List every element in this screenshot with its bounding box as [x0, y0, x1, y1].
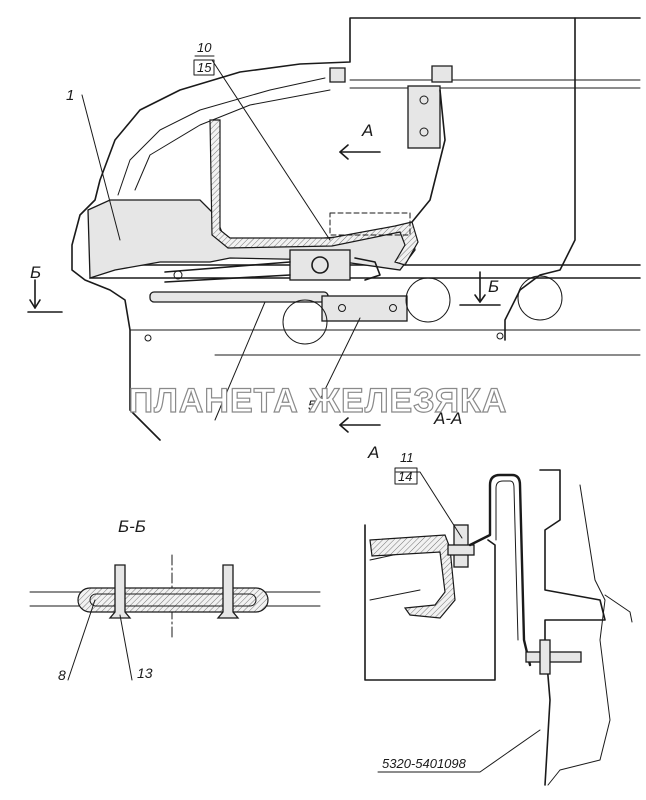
a-a-bracket-inner [495, 480, 519, 641]
leader-1 [81, 94, 121, 241]
section-b-b-view: Б-Б 8 13 [29, 517, 321, 683]
b-b-bolt-right [216, 564, 240, 619]
a-a-clip [604, 594, 633, 623]
watermark: ПЛАНЕТА ЖЕЛЕЗЯКА [129, 382, 508, 420]
b-b-bolt-left [108, 564, 132, 619]
hinge-pivot [311, 256, 329, 274]
small-hole [496, 332, 504, 340]
a-a-frame-outline [364, 524, 496, 681]
bolt-icon [419, 95, 429, 105]
top-bolt-right [431, 65, 453, 83]
part-number: 5320-5401098 [382, 756, 467, 771]
bolt-icon [419, 127, 429, 137]
section-a-bottom-arrow [339, 417, 349, 433]
leader-5 [314, 317, 361, 411]
bolt-icon [338, 304, 346, 312]
section-mark-a-bottom: А [367, 443, 379, 462]
part-number-leader [377, 729, 541, 773]
lower-bracket [321, 295, 408, 322]
label-item-11: 11 [400, 450, 414, 465]
a-a-deflector-profile [369, 534, 456, 619]
section-mark-a-top: А [361, 121, 373, 140]
cab-roof-line [349, 79, 641, 89]
hinge-mechanism [289, 249, 351, 281]
section-title-b-b: Б-Б [118, 517, 146, 536]
label-item-5: 5 [308, 397, 316, 413]
bolt-icon [389, 304, 397, 312]
arm-end [354, 257, 381, 281]
leader-8 [67, 599, 96, 681]
top-bolt-left [329, 67, 346, 83]
a-a-right-panel [539, 469, 606, 786]
cab-right-edge [504, 17, 576, 341]
section-b-right-arrow [474, 294, 486, 303]
section-title-a-a: А-А [433, 409, 462, 428]
main-view: 1 10 15 А А Б Б 5 [27, 17, 641, 462]
section-a-a-view: 11 14 5320-5401098 [364, 450, 633, 786]
label-frame [193, 59, 215, 76]
leader-11-14 [395, 471, 463, 539]
label-item-8: 8 [58, 667, 66, 683]
label-frame [394, 467, 418, 485]
label-item-14: 14 [398, 469, 412, 484]
leader-bar [214, 301, 266, 421]
b-b-bar-core [89, 593, 257, 607]
upper-bracket [407, 85, 441, 149]
section-b-left-mark [27, 279, 63, 313]
leader-13 [119, 614, 133, 681]
label-item-15: 15 [197, 60, 212, 75]
small-hole [144, 334, 152, 342]
frame-hole [517, 275, 563, 321]
frame-hole [405, 277, 451, 323]
label-item-1: 1 [66, 87, 74, 104]
frame-hole [282, 299, 328, 345]
section-b-left-arrow [29, 299, 41, 309]
section-mark-b-left: Б [30, 263, 41, 282]
body-panel-lower [129, 329, 641, 356]
hinge-arm [164, 261, 291, 283]
cab-outer-curve [117, 77, 326, 196]
section-b-right-mark [459, 271, 501, 306]
b-b-bar-section [77, 587, 269, 613]
a-a-right-panel-inner [547, 484, 611, 786]
a-a-lower-fastener [525, 651, 582, 663]
channel-section [209, 119, 419, 266]
arm-pin [173, 270, 183, 280]
section-mark-b-right: Б [488, 277, 499, 296]
a-a-fastener-nut [539, 639, 551, 675]
bracket-support [411, 89, 446, 223]
a-a-bracket [468, 473, 532, 667]
label-item-10: 10 [197, 40, 212, 55]
section-a-top-arrow [339, 144, 349, 160]
dashed-outline [329, 212, 411, 236]
a-a-bolt-head [447, 544, 475, 556]
label-item-13: 13 [137, 665, 153, 681]
cab-inner-curve [134, 89, 331, 191]
cab-body-outline [71, 17, 641, 441]
